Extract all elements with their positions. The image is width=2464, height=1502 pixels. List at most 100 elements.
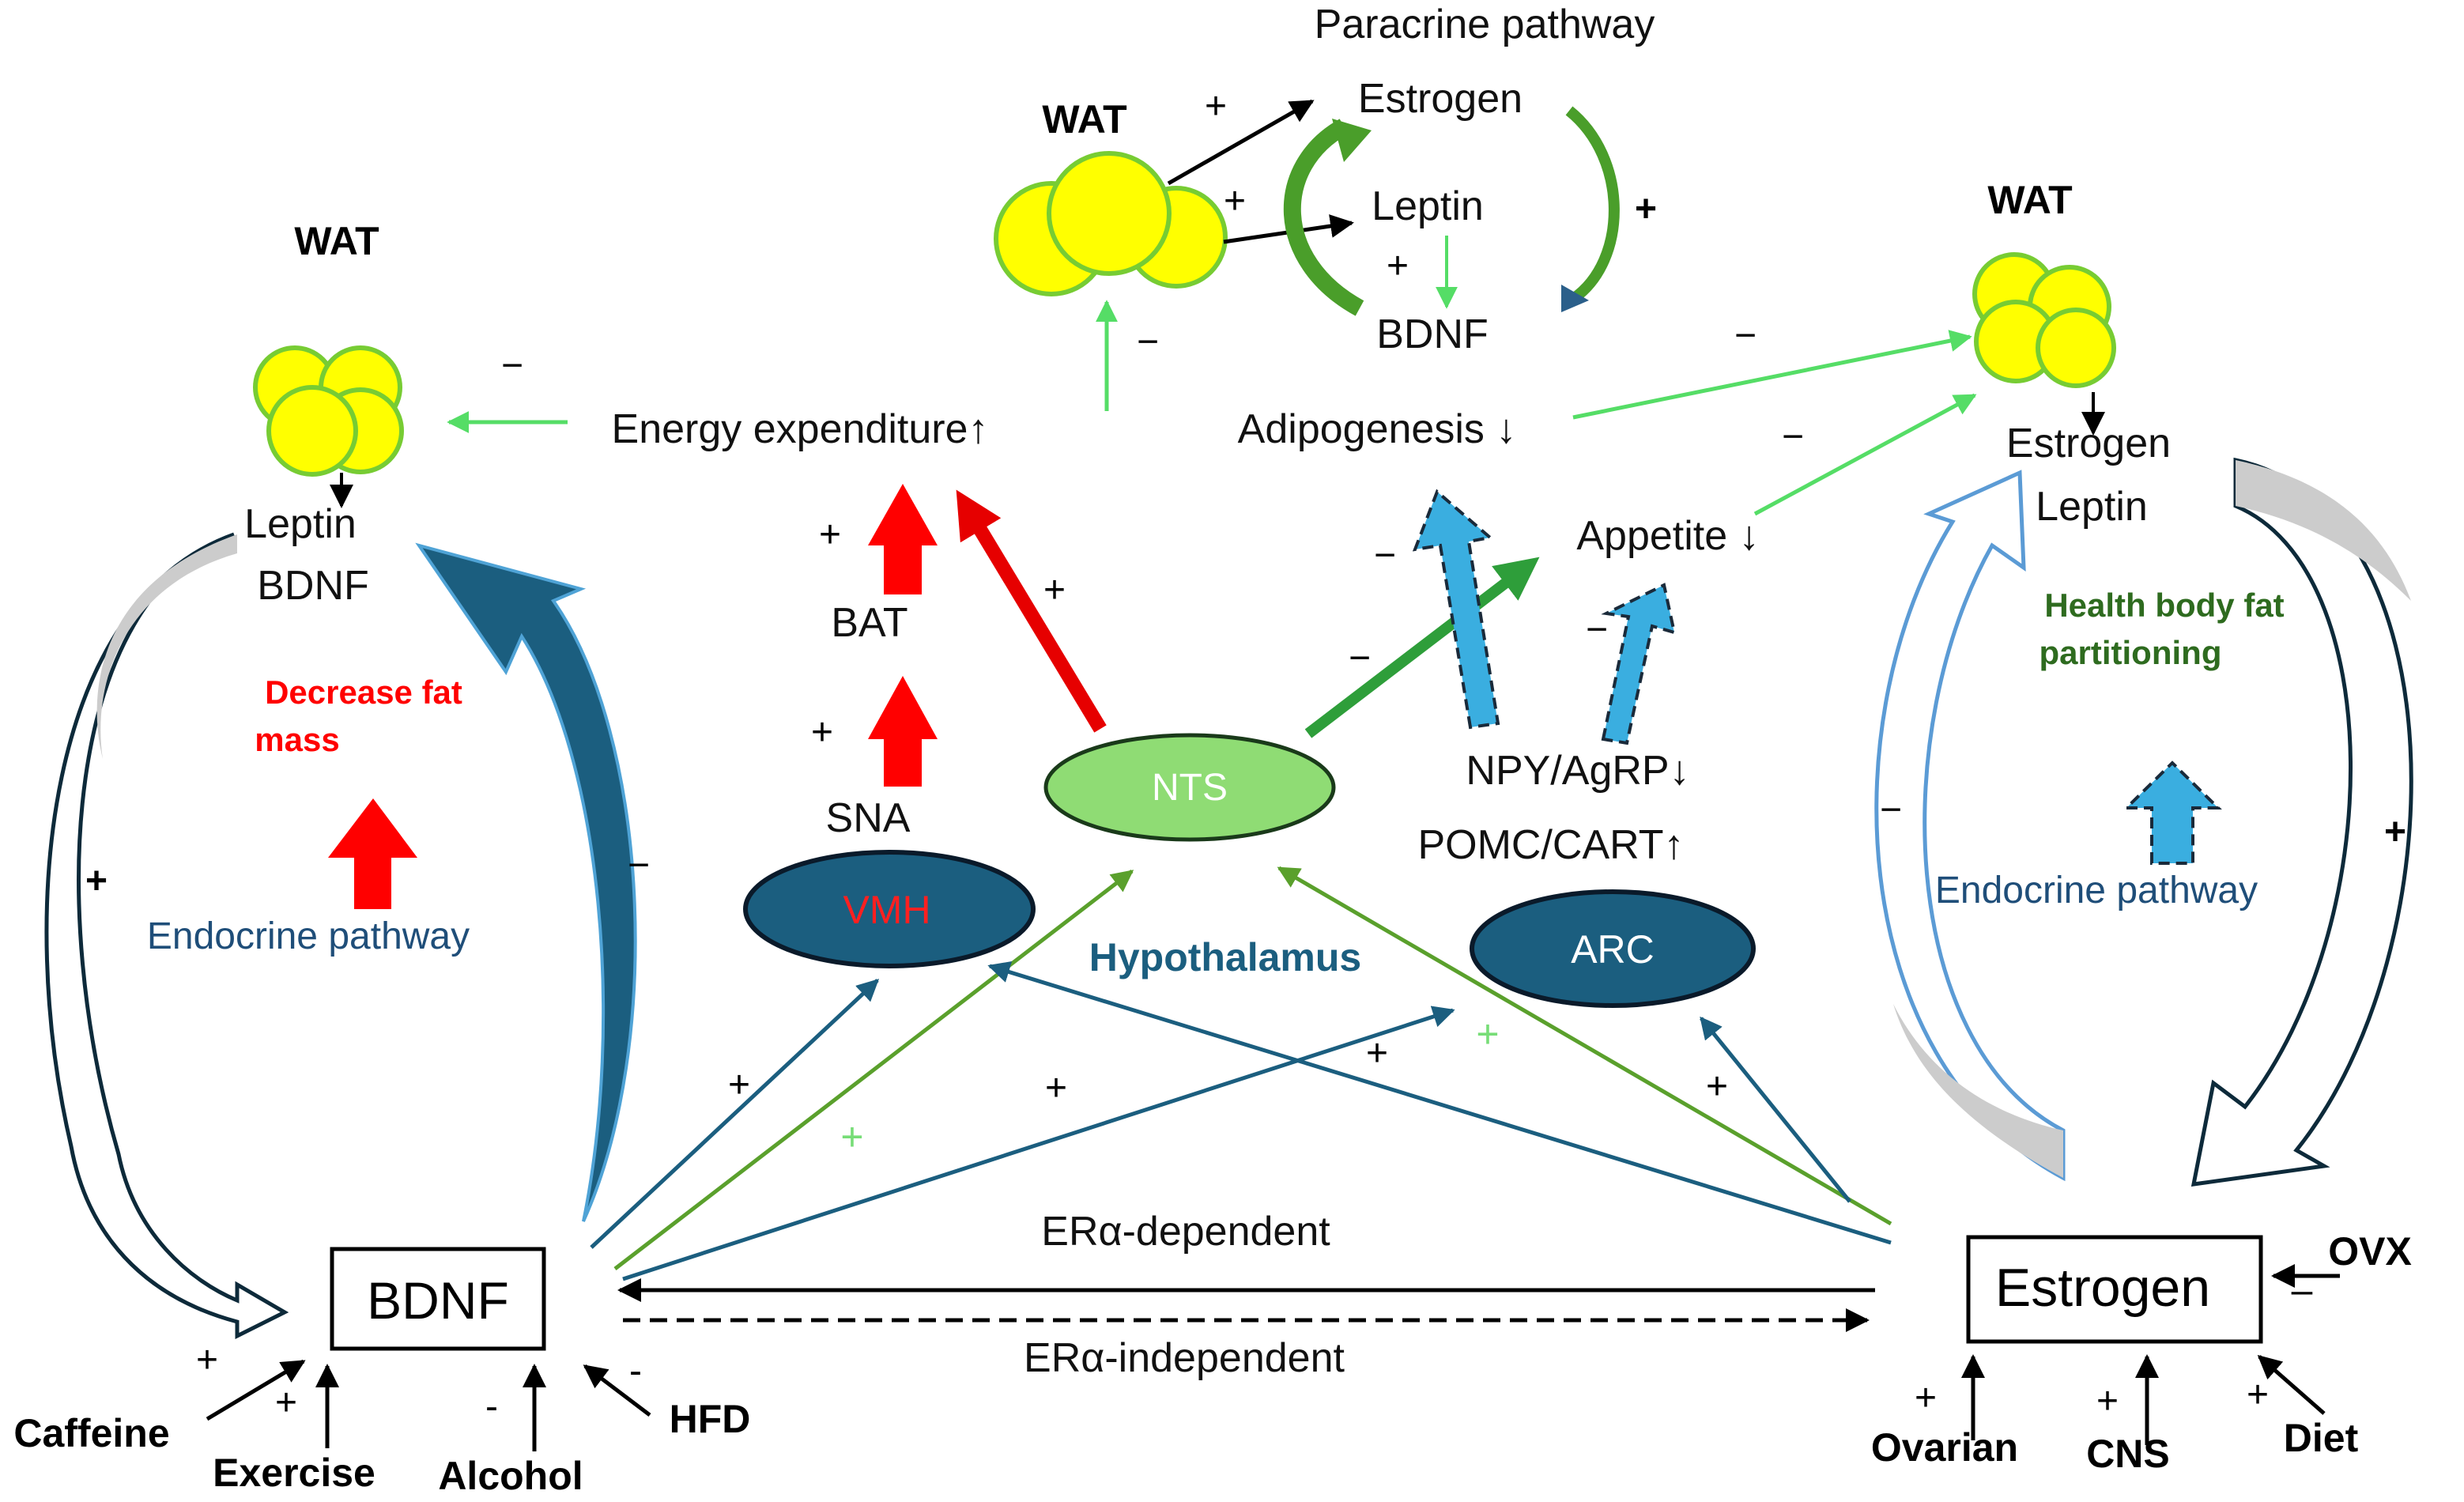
- blue-arrow-to-appetite: [1601, 583, 1677, 745]
- leptin-left-label: Leptin: [244, 501, 357, 547]
- curved-arrow-head: [1332, 119, 1372, 162]
- wat-top-label: WAT: [1042, 97, 1126, 142]
- plus-sign: +: [840, 1115, 863, 1159]
- plus-sign: +: [1205, 85, 1227, 127]
- plus-sign: +: [196, 1339, 218, 1381]
- estrogen-box: [1966, 1235, 2263, 1344]
- curved-arrow-head: [1561, 285, 1589, 312]
- plus-sign: +: [1635, 188, 1657, 230]
- vmh-label: VMH: [843, 888, 930, 932]
- bdnf-box: [330, 1247, 546, 1351]
- plus-sign: +: [819, 514, 841, 556]
- dash-sign: -: [629, 1350, 642, 1392]
- plus-sign: +: [275, 1382, 297, 1424]
- ovx-label: OVX: [2328, 1229, 2412, 1274]
- red-up-arrow-left: [328, 798, 417, 909]
- nts-label: NTS: [1152, 767, 1228, 809]
- plus-sign: +: [1915, 1377, 1937, 1419]
- arrow-hfd: [583, 1364, 651, 1417]
- plus-sign: +: [728, 1064, 750, 1106]
- sna-label: SNA: [826, 795, 911, 841]
- arc-node: [1470, 889, 1756, 1008]
- minus-sign: −: [1137, 321, 1159, 363]
- arrow-estrogen-to-vmh: [987, 961, 1892, 1245]
- minus-sign: −: [1734, 315, 1756, 357]
- wat-left-label: WAT: [294, 219, 379, 263]
- arrow-estrogen-to-arc: [1700, 1016, 1851, 1203]
- cns-label: CNS: [2086, 1432, 2170, 1476]
- blue-arrow-to-adipogenesis: [1412, 489, 1500, 730]
- minus-sign: −: [501, 345, 523, 387]
- estrogen-box-label: Estrogen: [1995, 1258, 2210, 1318]
- plus-sign: +: [85, 860, 108, 902]
- plus-sign: +: [1366, 1032, 1388, 1074]
- curved-arrow-wat-to-estrogen-right: [2190, 457, 2413, 1187]
- pomc-cart-label: POMC/CART↑: [1417, 822, 1684, 868]
- minus-sign: −: [1880, 789, 1902, 831]
- leptin-top-label: Leptin: [1372, 183, 1484, 229]
- curved-arrow-grey-fill: [96, 534, 237, 759]
- estrogen-top-label: Estrogen: [1358, 76, 1523, 122]
- plus-sign: +: [1224, 180, 1246, 222]
- plus-sign: +: [1045, 1067, 1067, 1109]
- curved-arrow-grey-fill: [2236, 460, 2411, 601]
- minus-sign: −: [1349, 637, 1371, 679]
- curved-arrow-wat-to-bdnf-left: [44, 532, 289, 1340]
- green-arrow-nts-to-appetite: [1304, 557, 1540, 738]
- arrow-estrogen-to-nts: [1277, 866, 1892, 1226]
- bdnf-top-label: BDNF: [1376, 311, 1489, 357]
- dash-sign: -: [485, 1386, 498, 1428]
- red-up-arrow-bat: [868, 484, 938, 594]
- arrow-bdnf-to-arc: [622, 1006, 1455, 1281]
- bat-label: BAT: [831, 600, 907, 646]
- endocrine-pathway-right-label: Endocrine pathway: [1935, 870, 2258, 911]
- arrow-bdnf-to-nts: [613, 870, 1134, 1270]
- arrow-appetite-to-wat-right: [1753, 393, 1977, 516]
- minus-sign: −: [1586, 609, 1608, 651]
- health-body-fat-label: Health body fat: [2044, 587, 2284, 624]
- wat-right-fat-cells: [1972, 252, 2116, 388]
- curved-arrow-right-loop: [1565, 106, 1620, 304]
- curved-arrow-bdnf-to-wat-left: [415, 542, 637, 1222]
- wat-right-label: WAT: [1987, 178, 2072, 222]
- arrow-adipogenesis-to-wat-right: [1572, 330, 1972, 420]
- arrow-wat-to-estrogen: [1167, 99, 1315, 186]
- hypothalamus-label: Hypothalamus: [1089, 935, 1362, 979]
- exercise-label: Exercise: [213, 1451, 375, 1495]
- caffeine-label: Caffeine: [13, 1411, 169, 1455]
- arrow-caffeine: [206, 1359, 306, 1421]
- adipogenesis-label: Adipogenesis ↓: [1238, 406, 1517, 452]
- minus-sign: −: [1782, 416, 1804, 458]
- blue-up-arrow-right: [2123, 760, 2222, 865]
- plus-sign: +: [2247, 1374, 2269, 1416]
- appetite-label: Appetite ↓: [1576, 513, 1759, 559]
- er-independent-label: ERα-independent: [1024, 1335, 1345, 1381]
- plus-sign: +: [1476, 1012, 1499, 1056]
- wat-left-fat-cells: [253, 345, 404, 477]
- curved-arrow-estrogen-to-wat-right: [1874, 470, 2066, 1182]
- partitioning-label: partitioning: [2039, 634, 2222, 671]
- leptin-right-label: Leptin: [2036, 484, 2148, 530]
- hfd-label: HFD: [670, 1397, 751, 1441]
- diet-label: Diet: [2284, 1416, 2359, 1460]
- energy-expenditure-label: Energy expenditure↑: [612, 406, 989, 452]
- red-arrow-nts-to-energy: [956, 489, 1107, 733]
- paracrine-pathway-label: Paracrine pathway: [1315, 2, 1655, 47]
- plus-sign: +: [811, 711, 833, 753]
- bdnf-box-label: BDNF: [367, 1271, 509, 1330]
- bdnf-left-label: BDNF: [257, 563, 369, 609]
- curved-arrow-left-loop: [1283, 119, 1364, 316]
- plus-sign: +: [1043, 569, 1066, 611]
- curved-arrow-grey-fill: [1893, 1004, 2063, 1178]
- npy-agrp-label: NPY/AgRP↓: [1466, 748, 1689, 794]
- er-dependent-label: ERα-dependent: [1041, 1209, 1330, 1255]
- wat-top-fat-cells: [994, 151, 1228, 296]
- plus-sign: +: [1387, 245, 1409, 287]
- decrease-fat-label: Decrease fat: [265, 674, 462, 711]
- decrease-fat-mass-label: mass: [255, 721, 339, 758]
- en-dash-sign: –: [2292, 1270, 2313, 1311]
- arc-label: ARC: [1571, 927, 1655, 972]
- minus-sign: −: [1374, 534, 1396, 576]
- ovarian-label: Ovarian: [1871, 1425, 2018, 1470]
